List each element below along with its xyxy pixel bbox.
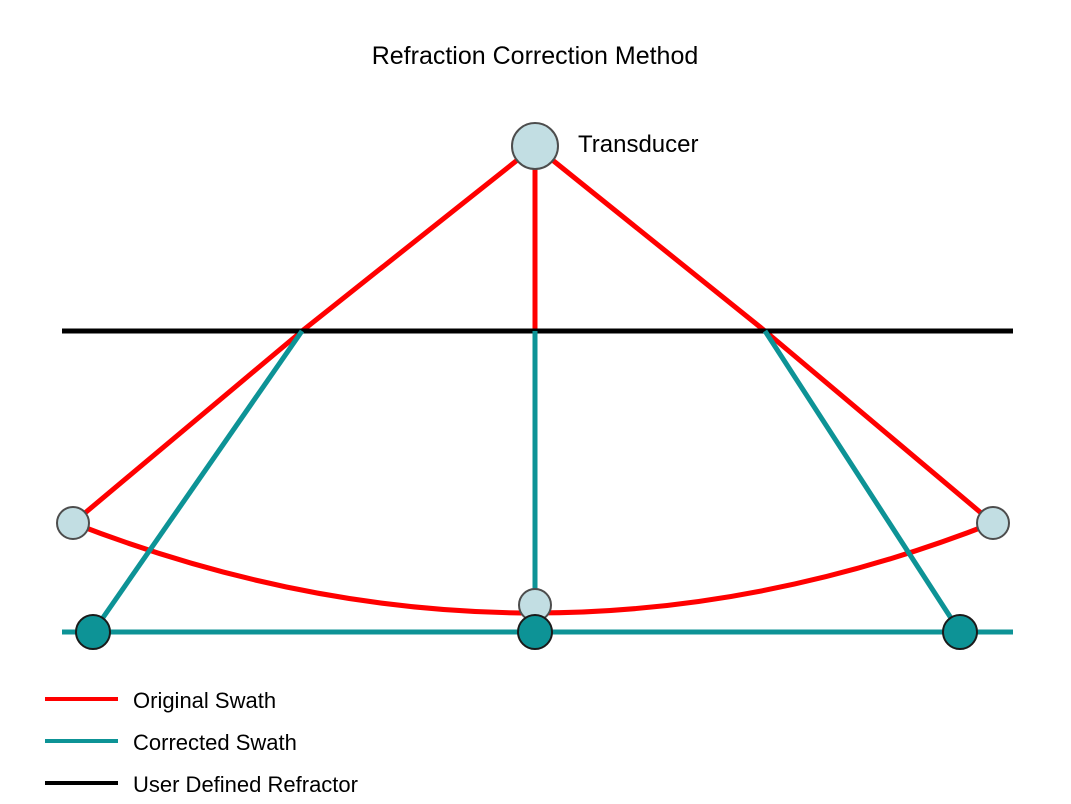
original-ray-left <box>71 144 537 525</box>
node-corrected-right <box>942 614 978 650</box>
legend: Original Swath Corrected Swath User Defi… <box>45 688 358 797</box>
legend-item-original-swath: Original Swath <box>45 688 276 713</box>
transducer-node <box>511 122 559 170</box>
node-corrected-left <box>75 614 111 650</box>
legend-label-corrected-swath: Corrected Swath <box>133 730 297 755</box>
legend-label-original-swath: Original Swath <box>133 688 276 713</box>
series-corrected-swath <box>62 329 1013 635</box>
legend-item-user-defined-refractor: User Defined Refractor <box>45 772 358 797</box>
transducer-group: Transducer <box>511 122 699 170</box>
legend-item-corrected-swath: Corrected Swath <box>45 730 297 755</box>
node-original-right <box>976 506 1010 540</box>
node-original-left <box>56 506 90 540</box>
corrected-solution-nodes <box>75 614 978 650</box>
corrected-ray-right <box>762 329 963 634</box>
page-title: Refraction Correction Method <box>372 42 699 70</box>
original-ray-right <box>533 144 995 525</box>
transducer-label: Transducer <box>578 131 699 158</box>
node-corrected-center <box>517 614 553 650</box>
corrected-ray-left <box>90 329 305 634</box>
legend-label-user-defined-refractor: User Defined Refractor <box>133 772 358 797</box>
